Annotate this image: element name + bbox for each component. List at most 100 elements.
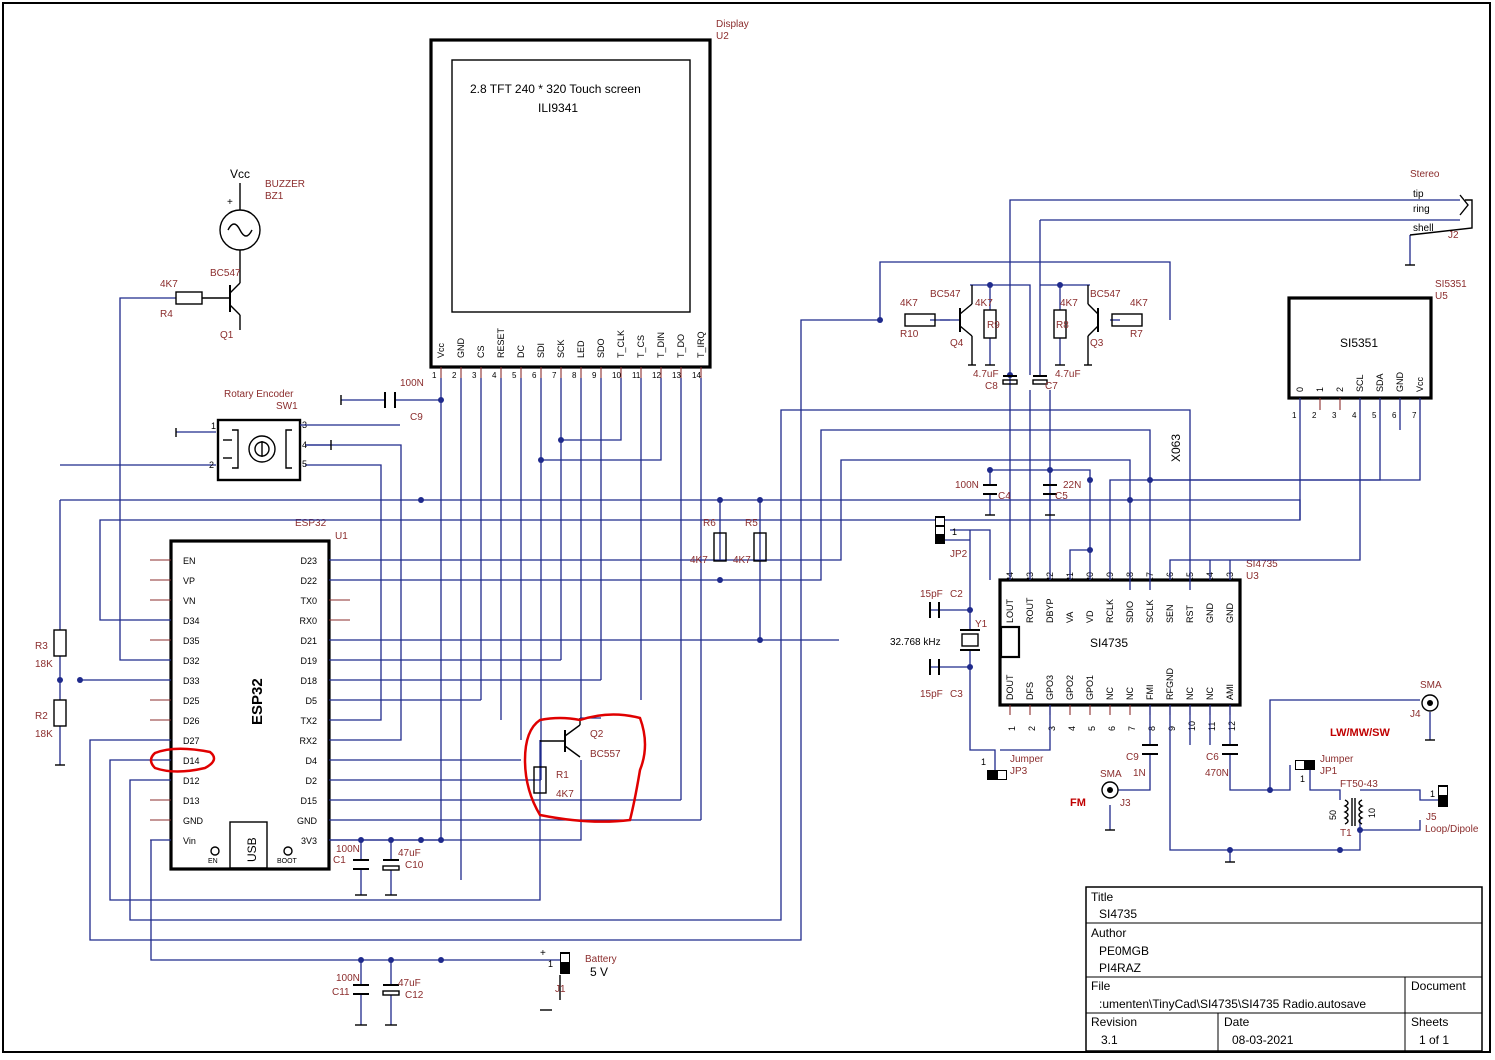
si5351-pin-3: SCL: [1355, 374, 1365, 392]
red-highlight-d14: [149, 747, 216, 773]
esp32-left-pin-d35: D35: [183, 636, 200, 646]
junction-dot-21: [987, 467, 993, 473]
battery-plus: +: [540, 948, 546, 959]
junction-dots: [57, 282, 1363, 963]
c1-ref: C1: [333, 855, 346, 866]
junction-dot-4: [388, 837, 394, 843]
tb-author-2: PI4RAZ: [1099, 961, 1141, 975]
q3: BC547 Q3: [1084, 285, 1121, 366]
r6-ref: R6: [703, 518, 716, 529]
c6-value: 470N: [1205, 768, 1229, 779]
junction-dot-10: [57, 677, 63, 683]
junction-dot-6: [438, 957, 444, 963]
r9-ref: R9: [987, 320, 1000, 331]
q2-ref: Q2: [590, 729, 604, 740]
junction-dot-25: [1147, 477, 1153, 483]
junction-dot-22: [1047, 467, 1053, 473]
esp32-right-pin-d2: D2: [305, 776, 317, 786]
display-pin-num-4: 4: [492, 371, 497, 380]
junction-dot-3: [418, 837, 424, 843]
q4-type: BC547: [930, 289, 961, 300]
q2: Q2 BC557: [540, 717, 621, 760]
display-u2: Display U2 2.8 TFT 240 * 320 Touch scree…: [429, 19, 749, 380]
r3-value: 18K: [35, 659, 53, 670]
sma-j4: SMA J4 LW/MW/SW: [1330, 680, 1442, 741]
c9-top: 100N C9: [340, 378, 424, 423]
c4-ref: C4: [998, 491, 1011, 502]
r1: R1 4K7: [533, 766, 574, 800]
esp32-right-pin-d23: D23: [300, 556, 317, 566]
r4-ref: R4: [160, 309, 173, 320]
j5-ref: J5: [1426, 812, 1437, 823]
encoder-pin-1: 1: [211, 421, 216, 431]
si4735-top-pin-0: LOUT: [1005, 598, 1015, 623]
buzzer-vcc: Vcc: [230, 167, 250, 181]
r5: R5 4K7: [733, 518, 767, 566]
junction-dot-2: [438, 837, 444, 843]
encoder-pin-2: 2: [209, 460, 214, 470]
c8-ref: C8: [985, 381, 998, 392]
c12-ref: C12: [405, 990, 424, 1001]
r2: R2 18K: [35, 699, 67, 766]
si4735-bottom-pin-7: FMI: [1145, 685, 1155, 701]
si4735-bottom-pin-2: GPO3: [1045, 675, 1055, 700]
junction-dot-8: [358, 957, 364, 963]
si4735-bottom-pin-1: DFS: [1025, 682, 1035, 700]
esp32-left-pin-d27: D27: [183, 736, 200, 746]
fm-label: FM: [1070, 797, 1086, 809]
r8-value: 4K7: [1060, 298, 1078, 309]
display-pin-num-7: 7: [552, 371, 557, 380]
battery-ref: J1: [555, 984, 566, 995]
jp3-pin: 1: [981, 757, 986, 767]
junction-dot-9: [77, 677, 83, 683]
display-pin-5: DC: [516, 345, 526, 358]
junction-dot-14: [757, 637, 763, 643]
junction-dot-29: [1227, 847, 1233, 853]
c11-value: 100N: [336, 973, 360, 984]
buzzer-plus: +: [227, 197, 233, 208]
esp32-right-pin-d5: D5: [305, 696, 317, 706]
esp32-right-pin-tx2: TX2: [300, 716, 317, 726]
display-pin-num-9: 9: [592, 371, 597, 380]
junction-dot-32: [1357, 827, 1363, 833]
c8-value: 4.7uF: [973, 369, 999, 380]
si4735-title: SI4735: [1246, 559, 1278, 570]
title-block: Title SI4735 Author PE0MGB PI4RAZ File :…: [1085, 886, 1483, 1052]
junction-dot-27: [967, 607, 973, 613]
si4735-top-pin-1: ROUT: [1025, 597, 1035, 623]
si4735-top-pin-11: GND: [1225, 603, 1235, 624]
display-pin-13: T_DO: [676, 334, 686, 358]
r6: R6 4K7: [690, 518, 727, 566]
r6-value: 4K7: [690, 555, 708, 566]
c5: 22N C5: [1043, 480, 1081, 516]
tb-revision-value: 3.1: [1101, 1033, 1118, 1047]
display-pin-num-8: 8: [572, 371, 577, 380]
display-text-1: 2.8 TFT 240 * 320 Touch screen: [470, 82, 641, 96]
junction-dot-31: [1337, 847, 1343, 853]
c8: 4.7uF C8: [973, 369, 1018, 392]
si4735-top-pin-6: SDIO: [1125, 601, 1135, 623]
si5351-num-2: 3: [1332, 411, 1337, 420]
x063-label: X063: [1169, 434, 1183, 462]
si4735-top-pin-4: VD: [1085, 610, 1095, 623]
display-text-2: ILI9341: [538, 101, 578, 115]
esp32-left-pin-gnd: GND: [183, 816, 204, 826]
display-ref: U2: [716, 31, 729, 42]
jp2-pin: 1: [952, 527, 957, 537]
r10-ref: R10: [900, 329, 919, 340]
crystal-y1: Y1 32.768 kHz: [890, 619, 988, 651]
c2: 15pF C2: [920, 589, 963, 618]
stereo-ref: J2: [1448, 230, 1459, 241]
jp1-pin: 1: [1300, 774, 1305, 784]
si5351-pin-2: 2: [1335, 387, 1345, 392]
junction-dot-24: [1127, 497, 1133, 503]
display-pin-14: T_IRQ: [696, 331, 706, 358]
esp32-left-pin-d33: D33: [183, 676, 200, 686]
display-pin-num-3: 3: [472, 371, 477, 380]
esp32-boot-label: BOOT: [277, 858, 298, 865]
j5-pin: 1: [1430, 789, 1435, 799]
si4735-bottom-pin-8: RFGND: [1165, 668, 1175, 700]
j4-title: SMA: [1420, 680, 1442, 691]
si4735-bottom-pin-4: GPO1: [1085, 675, 1095, 700]
